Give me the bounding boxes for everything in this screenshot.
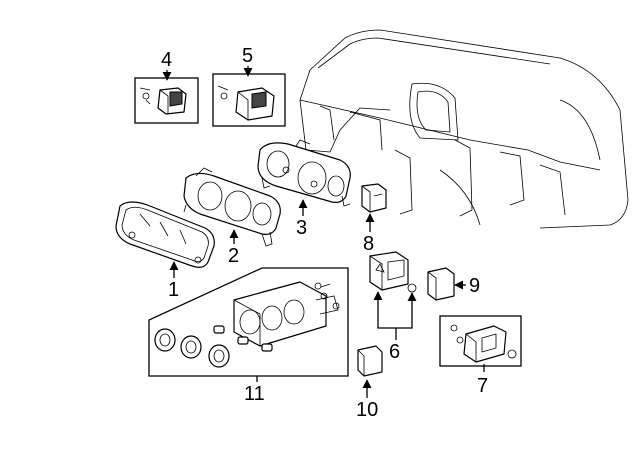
part-6-hazard-switch: [369, 251, 417, 293]
part-4-switch: [134, 77, 199, 124]
part-5-switch: [212, 73, 286, 127]
part-11-climate-control: [148, 267, 349, 377]
callout-number-9: 9: [469, 275, 480, 297]
part-8-switch: [361, 183, 387, 213]
part-1-cluster-lens: [115, 201, 215, 268]
callout-number-11: 11: [244, 383, 265, 405]
callout-number-7: 7: [477, 375, 488, 397]
dashboard-outline: [299, 29, 629, 229]
callout-number-2: 2: [228, 245, 239, 267]
part-2-cluster-frame: [183, 167, 281, 247]
part-9-cover: [427, 267, 455, 301]
part-3-instrument-cluster: [257, 139, 351, 207]
callout-number-3: 3: [296, 217, 307, 239]
part-7-switch: [439, 315, 522, 367]
callout-number-5: 5: [242, 45, 253, 67]
callout-number-8: 8: [363, 233, 374, 255]
callout-number-1: 1: [168, 279, 179, 301]
callout-leaders: [162, 66, 485, 398]
part-10-cover: [357, 345, 383, 377]
callout-number-6: 6: [389, 341, 400, 363]
callout-number-10: 10: [356, 399, 378, 421]
callout-number-4: 4: [161, 49, 172, 71]
